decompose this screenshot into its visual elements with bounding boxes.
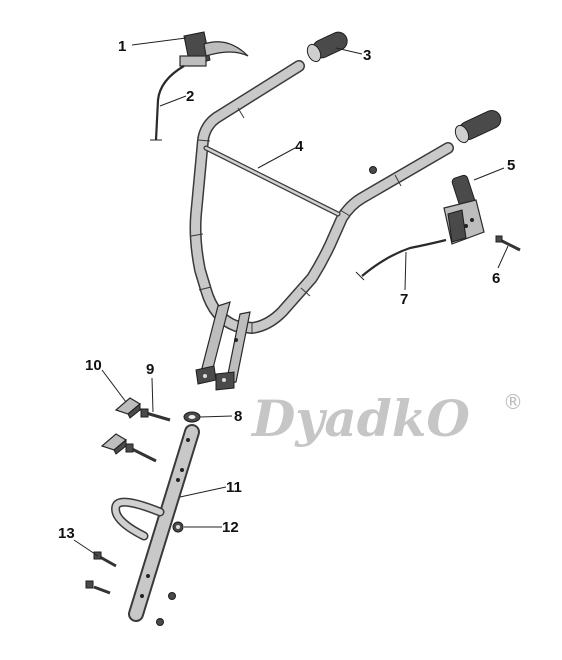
throttle-cable: [361, 238, 447, 277]
bolt-13-lower: [85, 580, 111, 595]
steering-column: [128, 424, 200, 622]
callout-3: 3: [363, 47, 371, 64]
callout-8: 8: [234, 408, 242, 425]
clamp-upper: [114, 397, 142, 419]
watermark-registered-mark: ®: [503, 390, 523, 414]
washer-8: [183, 411, 201, 423]
callout-11: 11: [226, 479, 242, 496]
nut-12: [172, 521, 184, 533]
left-grip: [306, 31, 348, 63]
callout-7: 7: [400, 291, 408, 308]
handlebar-frame: [189, 60, 454, 391]
watermark: DyadkO ®: [250, 389, 523, 448]
callout-2: 2: [186, 88, 194, 105]
leader-lines: [73, 37, 509, 557]
callout-9: 9: [146, 361, 154, 378]
watermark-text: DyadkO: [250, 389, 470, 448]
bolt-13-upper: [93, 551, 117, 568]
clamp-lower: [100, 433, 128, 455]
bolt-9-lower: [125, 443, 157, 463]
callout-13: 13: [58, 525, 75, 542]
brake-lever: [179, 31, 249, 67]
brake-cable: [154, 65, 185, 141]
callout-10: 10: [85, 357, 102, 374]
right-grip: [454, 110, 502, 144]
bolt-9-upper: [140, 408, 171, 422]
callout-1: 1: [118, 38, 126, 55]
callout-12: 12: [222, 519, 239, 536]
throttle-lever: [443, 174, 485, 245]
nut-small-upper: [168, 592, 176, 600]
callout-labels: 1 2 3 4 5 6 7 8 9 10 11 12 13: [58, 38, 515, 542]
nut-small-lower: [156, 618, 164, 626]
bolt-6: [495, 235, 521, 252]
callout-4: 4: [295, 138, 304, 155]
callout-5: 5: [507, 157, 515, 174]
callout-6: 6: [492, 270, 500, 287]
